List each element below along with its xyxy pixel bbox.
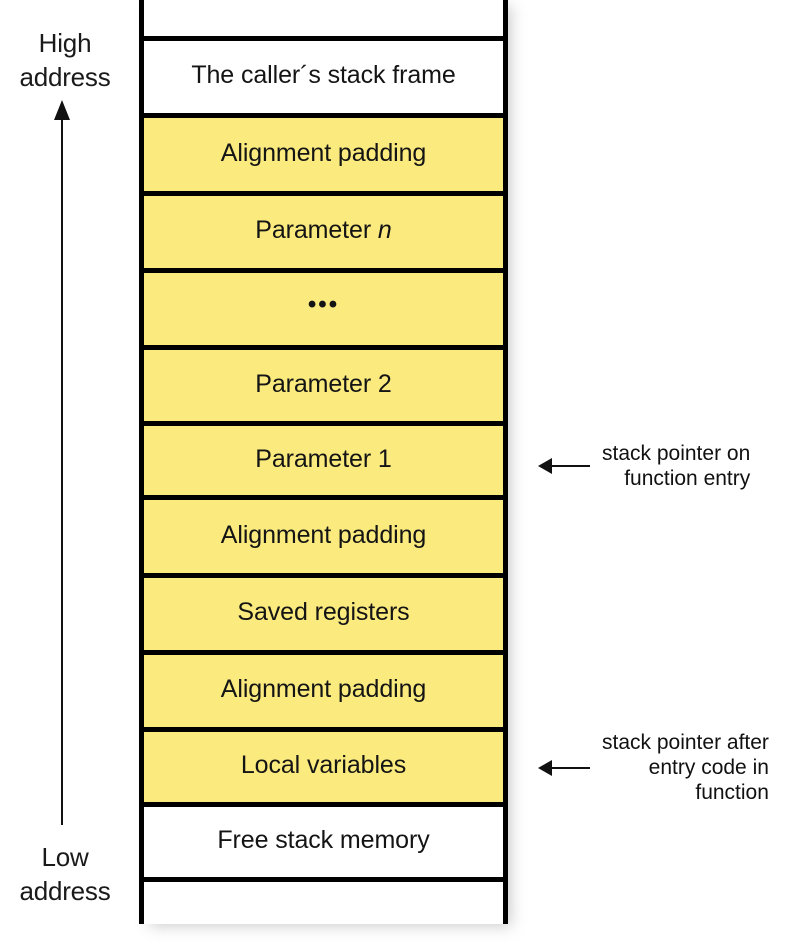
stack-cell-label: •••	[307, 291, 340, 318]
stack-cell-label: Local variables	[240, 751, 407, 779]
annotation-text: stack pointer on function entry	[602, 441, 750, 491]
stack-diagram: The caller´s stack frame Alignment paddi…	[139, 0, 508, 924]
annotation-line-2: function entry	[624, 467, 751, 490]
stack-cell-label-index: n	[377, 216, 392, 244]
stack-cell-label: Saved registers	[237, 598, 410, 626]
stack-cell-parameter-2: Parameter 2	[144, 350, 503, 426]
low-address-label-line2: address	[19, 876, 111, 906]
stack-cell-alignment-padding-1: Alignment padding	[144, 118, 503, 196]
annotation-stack-pointer-after-entry-code: stack pointer after entry code in functi…	[538, 730, 769, 805]
stack-cell-truncated-bottom	[144, 882, 503, 924]
arrow-shaft	[548, 766, 590, 769]
low-address-label-line1: Low	[41, 842, 89, 872]
arrow-head	[538, 458, 552, 474]
arrow-head	[538, 759, 552, 776]
high-address-label: High address	[0, 26, 130, 94]
stack-cell-parameter-1: Parameter 1	[144, 426, 503, 500]
annotation-line-2: entry code in	[648, 756, 769, 779]
stack-cell-local-variables: Local variables	[144, 732, 503, 807]
stack-cell-label-prefix: Parameter	[255, 216, 378, 244]
stack-cell-label: Alignment padding	[220, 520, 427, 549]
arrow-left-icon	[538, 759, 590, 777]
stack-cell-truncated-top	[144, 0, 503, 41]
arrow-shaft	[548, 465, 590, 467]
stack-cell-label: Parameter n	[255, 215, 392, 245]
annotation-text: stack pointer after entry code in functi…	[602, 730, 769, 805]
stack-cell-alignment-padding-3: Alignment padding	[144, 655, 503, 732]
arrow-up-icon	[54, 100, 70, 120]
address-direction-arrow	[0, 100, 130, 825]
high-address-label-line2: address	[19, 62, 111, 92]
annotation-line-3: function	[695, 781, 769, 804]
annotation-stack-pointer-on-function-entry: stack pointer on function entry	[538, 441, 750, 491]
stack-cell-label: The caller´s stack frame	[191, 61, 456, 89]
stack-cell-alignment-padding-2: Alignment padding	[144, 500, 503, 578]
high-address-label-line1: High	[38, 28, 92, 58]
annotation-line-1: stack pointer on	[602, 442, 751, 465]
stack-cell-label: Free stack memory	[217, 826, 430, 854]
stack-cell-label: Parameter 1	[255, 444, 392, 473]
arrow-left-icon	[538, 457, 590, 475]
stack-cell-label: Alignment padding	[220, 138, 427, 167]
low-address-label: Low address	[0, 840, 130, 908]
annotation-line-1: stack pointer after	[602, 731, 769, 754]
stack-cell-label: Alignment padding	[220, 675, 427, 703]
address-axis: High address Low address	[0, 0, 130, 950]
stack-cell-parameter-n: Parameter n	[144, 196, 503, 273]
stack-cell-callers-stack-frame: The caller´s stack frame	[144, 41, 503, 118]
stack-cell-free-stack-memory: Free stack memory	[144, 807, 503, 882]
stack-cell-saved-registers: Saved registers	[144, 578, 503, 655]
stack-cell-label: Parameter 2	[255, 369, 392, 398]
arrow-shaft	[61, 113, 63, 825]
stack-cell-ellipsis: •••	[144, 273, 503, 350]
